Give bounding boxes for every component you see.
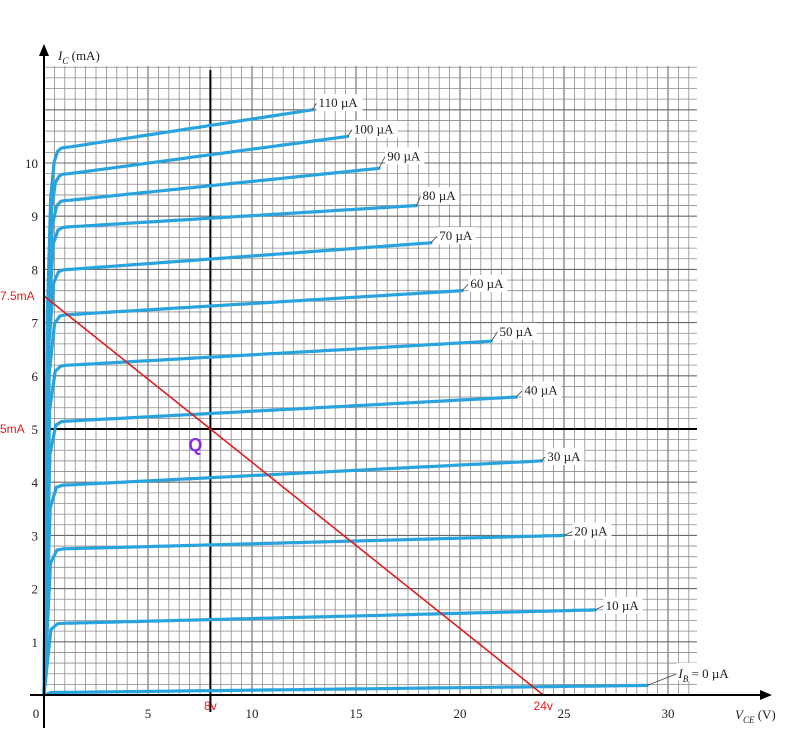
y-axis-title: IC (mA) — [57, 48, 100, 66]
curve-label-background — [676, 662, 743, 681]
q-vce-label: 8v — [204, 699, 217, 713]
curve-label-background — [603, 596, 643, 614]
ib-curve — [42, 204, 418, 697]
curve-leader-line — [490, 331, 498, 342]
curve-label-background — [468, 275, 508, 293]
curve-label: 100 µA — [354, 122, 394, 137]
y-tick-label: 5 — [32, 422, 39, 437]
curve-label-background — [420, 187, 460, 205]
curve-label-background — [351, 120, 398, 138]
ib-curve — [42, 608, 597, 697]
y-tick-label: 6 — [32, 369, 39, 384]
y-tick-label: 2 — [32, 582, 39, 597]
x-axis-title: VCE (V) — [735, 707, 776, 725]
labels: IB = 0 µA 10 µA 20 µA 30 µA 40 µA 50 µA 60 µA 7… — [0, 48, 776, 725]
x-tick-label: 30 — [662, 706, 675, 721]
curve-label: IB = 0 µA — [677, 666, 729, 684]
curve-label: 60 µA — [470, 276, 504, 291]
q-ic-label: 5mA — [0, 422, 25, 436]
ib-curve — [42, 339, 493, 697]
curve-label-background — [437, 227, 477, 245]
curve-label: 40 µA — [524, 382, 558, 397]
curve-label-background — [572, 522, 612, 540]
y-axis-arrow — [39, 44, 49, 56]
ib-curve — [42, 683, 649, 697]
y-tick-label: 1 — [32, 635, 39, 650]
curve-label: 110 µA — [319, 95, 359, 110]
x-tick-label: 25 — [558, 706, 571, 721]
y-tick-label: 7 — [32, 316, 39, 331]
ib-curve — [42, 108, 314, 697]
x-axis-arrow — [760, 690, 772, 700]
ib-curve — [42, 241, 433, 697]
x-tick-label: 15 — [350, 706, 363, 721]
x-tick-label: 10 — [246, 706, 259, 721]
ib-curve — [42, 459, 543, 697]
curve-leader-line — [430, 235, 438, 244]
x-tick-label: 0 — [33, 706, 40, 721]
curve-leader-line — [563, 531, 573, 536]
curve-label-background — [316, 94, 363, 112]
axes — [30, 44, 772, 728]
curve-leader-line — [515, 390, 523, 398]
curve-leader-line — [311, 102, 317, 111]
y-tick-label: 10 — [25, 156, 38, 171]
y-tick-label: 4 — [32, 475, 39, 490]
dc-load-line — [43, 295, 544, 696]
ib-curve — [42, 289, 464, 697]
ib-curve — [42, 395, 518, 697]
curve-label-background — [522, 381, 562, 399]
curve-leader-line — [415, 196, 421, 206]
curve-label-background — [497, 322, 537, 340]
curve-label: 80 µA — [423, 188, 457, 203]
curve-leader-line — [347, 129, 353, 137]
y-tick-label: 3 — [32, 528, 39, 543]
load-line — [43, 295, 544, 696]
curve-label: 70 µA — [439, 228, 473, 243]
curve-leader-line — [461, 283, 469, 291]
curve-leader-line — [540, 456, 546, 462]
ib-curve — [42, 134, 350, 697]
curve-label: 30 µA — [547, 449, 581, 464]
grid — [44, 66, 697, 695]
q-point-label: Q — [188, 435, 202, 455]
load-line-x-intercept-label: 24v — [534, 699, 553, 713]
curve-leader-line — [595, 605, 604, 611]
collector-curves — [42, 108, 649, 697]
curve-label: 10 µA — [606, 598, 640, 613]
q-guide-lines — [44, 70, 697, 712]
ib-curve — [42, 166, 381, 697]
curve-label-background — [385, 147, 425, 165]
curve-label: 20 µA — [574, 523, 608, 538]
ib-curve — [42, 533, 566, 697]
y-tick-label: 8 — [32, 262, 39, 277]
curve-leader-line — [647, 673, 677, 686]
x-tick-label: 5 — [145, 706, 152, 721]
curve-label: 90 µA — [387, 148, 421, 163]
curve-label-background — [545, 447, 585, 465]
y-tick-label: 9 — [32, 209, 39, 224]
x-tick-label: 20 — [454, 706, 467, 721]
curve-leader-line — [378, 156, 386, 169]
curve-label: 50 µA — [500, 324, 534, 339]
load-line-y-intercept-label: 7.5mA — [0, 289, 35, 303]
